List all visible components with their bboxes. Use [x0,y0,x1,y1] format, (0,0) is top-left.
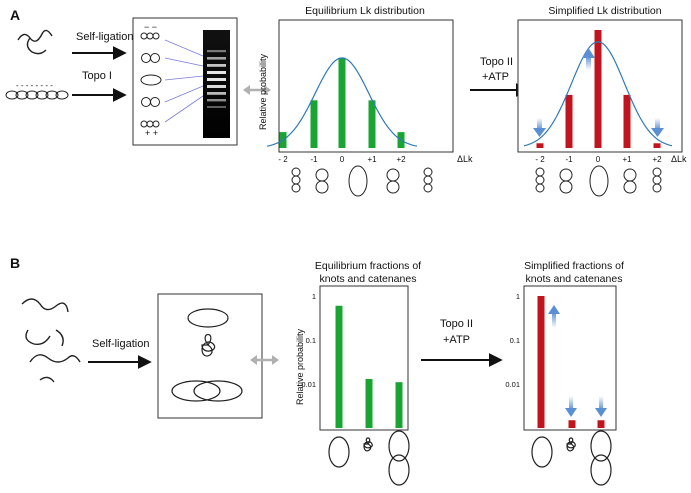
panel-a-simplified-topoisomer-icons [535,165,662,197]
panel-b-simplified-ytick-0: 1 [516,292,520,301]
panel-a-simplified-xlabel: ΔLk [671,154,687,164]
panel-b-simplified-bar-1 [568,420,576,428]
panel-a-simplified-bar-2 [594,30,602,148]
panel-a-self-ligation-label: Self-ligation [76,31,133,43]
panel-a-shift-arrows [533,48,664,137]
panel-b-equilibrium-ytick-2: 0.01 [301,380,316,389]
panel-b-equilibrium-category-icons [328,430,410,486]
panel-a-simplified-tick-3: +1 [622,155,632,164]
panel-b-simplified-category-icons [531,430,612,486]
panel-a-topo-ii-label: Topo II [480,56,513,68]
panel-a-equilibrium-gaussian-curve [266,57,418,147]
panel-b-equilibrium-title-1: Equilibrium fractions of [315,260,421,272]
panel-b-products-box [157,293,263,419]
panel-a-simplified-gaussian-curve [523,41,673,147]
panel-a-simplified-tick-0: - 2 [535,155,545,164]
panel-a-simplified-tick-1: -1 [565,155,573,164]
panel-a-equivalence-arrow [243,85,271,95]
panel-b-products [171,308,243,402]
panel-b-equilibrium-chart-frame [319,285,409,431]
panel-b-linear-dna [21,298,81,383]
panel-a-equilibrium-tick-0: - 2 [278,155,288,164]
panel-a-equilibrium-title: Equilibrium Lk distribution [305,5,425,17]
panel-b-equilibrium-title-2: knots and catenanes [320,273,417,285]
panel-b-label: B [10,255,20,271]
panel-a-equilibrium-bar-1 [310,100,318,148]
panel-b-simplified-bar-2 [597,420,605,428]
panel-a-equilibrium-bar-2 [338,57,346,148]
panel-b-equilibrium-ytick-1: 0.1 [306,336,316,345]
panel-b-simplified-ytick-1: 0.1 [510,336,520,345]
panel-a-equilibrium-tick-3: +1 [367,155,377,164]
panel-a-simplified-bar-4 [653,143,661,148]
panel-a-equilibrium-bar-3 [368,100,376,148]
panel-a-equilibrium-xlabel: ΔLk [457,154,473,164]
panel-b-simplified-title-2: knots and catenanes [526,273,623,285]
panel-a-equilibrium-tick-1: -1 [310,155,318,164]
gel-bottom-signs: + + [145,128,158,138]
panel-a-equilibrium-ylabel: Relative probability [258,53,268,130]
panel-a-equilibrium-tick-2: 0 [340,155,345,164]
panel-b-shift-arrows [548,305,607,417]
panel-a-simplified-bar-1 [565,94,573,148]
panel-b-equilibrium-bar-1 [365,378,373,428]
panel-a-equilibrium-chart-frame [278,19,454,153]
panel-a-topo-i-label: Topo I [82,70,112,82]
panel-b-self-ligation-label: Self-ligation [92,338,149,350]
panel-a-simplified-bar-0 [536,143,544,148]
panel-a-equilibrium-tick-4: +2 [396,155,406,164]
panel-a-simplified-tick-2: 0 [596,155,601,164]
panel-b-simplified-ytick-2: 0.01 [505,380,520,389]
panel-b-equivalence-arrow [250,355,279,365]
panel-a-equilibrium-topoisomer-icons [291,165,433,197]
panel-b-equilibrium-ylabel: Relative probability [295,328,305,405]
supercoil-minus-signs: - - - - - - - - [16,81,53,90]
panel-b-simplified-title-1: Simplified fractions of [524,260,624,272]
panel-a-atp-label: +ATP [482,71,509,83]
panel-b-equilibrium-bar-2 [395,382,403,428]
gel-image [203,30,230,138]
supercoiled-dna [5,90,69,100]
panel-a-simplified-tick-4: +2 [652,155,662,164]
panel-a-simplified-title: Simplified Lk distribution [548,5,661,17]
gel-bands [207,50,226,108]
panel-b-equilibrium-ytick-0: 1 [312,292,316,301]
panel-a-label: A [10,7,20,23]
panel-b-equilibrium-bar-0 [335,305,343,428]
panel-b-atp-label: +ATP [443,334,470,346]
panel-a-simplified-bar-3 [623,94,631,148]
relaxed-dna-squiggle [17,29,53,55]
gel-top-signs: − − [144,22,157,32]
panel-b-topo-ii-label: Topo II [440,318,473,330]
gel-connector-lines [164,39,204,123]
panel-b-simplified-bar-0 [537,296,545,428]
gel-topoisomers [140,32,162,128]
